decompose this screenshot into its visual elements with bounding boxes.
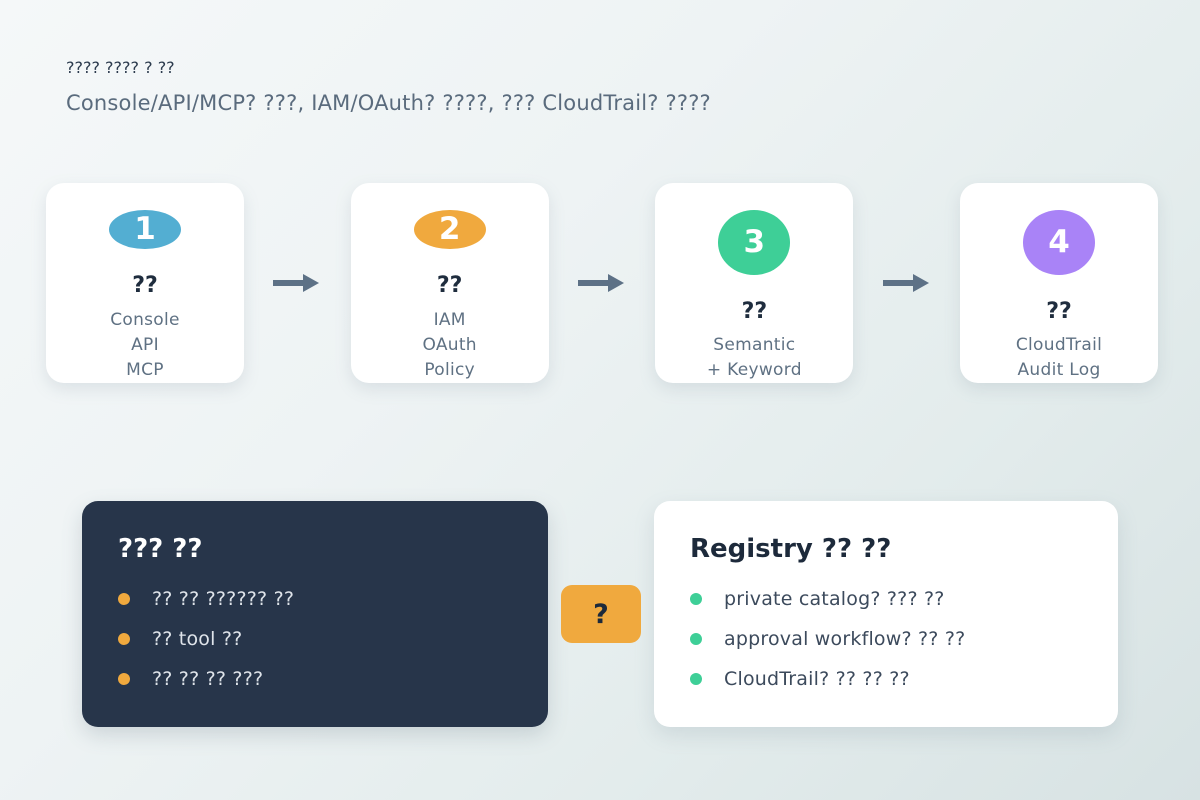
step-number-badge: 2 [413, 210, 486, 250]
step-description-line: MCP [126, 359, 164, 380]
list-item: private catalog? ??? ?? [690, 579, 1082, 619]
panel-challenges: ??? ?? ?? ?? ?????? ???? tool ???? ?? ??… [82, 501, 548, 727]
list-item: approval workflow? ?? ?? [690, 619, 1082, 659]
list-item: ?? ?? ?? ??? [118, 659, 512, 699]
step-description-line: Audit Log [1017, 359, 1101, 380]
panel-dark-list: ?? ?? ?????? ?? ?? tool ?? ?? ?? ?? ??? [118, 579, 512, 699]
panel-registry: Registry ?? ?? private catalog? ??? ?? ap… [654, 501, 1118, 727]
page-title: ???? ???? ? ?? [66, 58, 175, 77]
list-item: CloudTrail? ?? ?? ?? [690, 659, 1082, 699]
step-number-badge: 3 [718, 210, 791, 275]
step-description-line: IAM [433, 309, 466, 330]
step-description-line: Semantic [713, 334, 796, 355]
arrow-right-icon [853, 183, 960, 383]
list-item: ?? tool ?? [118, 619, 512, 659]
list-item: ?? ?? ?????? ?? [118, 579, 512, 619]
step-title: ?? [1046, 298, 1072, 324]
bullet-icon [690, 592, 702, 605]
step-number-badge: 4 [1023, 210, 1096, 275]
center-badge-label: ? [593, 598, 609, 630]
page-header: ???? ???? ? ?? Console/API/MCP? ???, IAM… [66, 58, 1126, 116]
comparison-panels: ??? ?? ?? ?? ?????? ???? tool ???? ?? ??… [82, 501, 1118, 727]
step-card-3[interactable]: 3?? Semantic + Keyword [655, 183, 854, 383]
list-item-label: ?? ?? ?? ??? [152, 667, 264, 690]
arrow-right-icon [244, 183, 351, 383]
step-description: Semantic + Keyword [707, 333, 802, 383]
bullet-icon [118, 592, 130, 605]
bullet-icon [690, 672, 702, 685]
bullet-icon [118, 632, 130, 645]
list-item-label: CloudTrail? ?? ?? ?? [724, 667, 910, 690]
center-connector-badge: ? [561, 585, 641, 643]
bullet-icon [118, 672, 130, 685]
step-description-line: OAuth [422, 334, 477, 355]
panel-light-list: private catalog? ??? ?? approval workflow… [690, 579, 1082, 699]
page-subtitle: Console/API/MCP? ???, IAM/OAuth? ????, ?… [66, 91, 711, 115]
step-description-line: CloudTrail [1015, 334, 1103, 355]
step-description-line: Console [110, 309, 180, 330]
step-title: ?? [132, 273, 158, 299]
list-item-label: private catalog? ??? ?? [724, 587, 945, 610]
bullet-icon [690, 632, 702, 645]
step-description-line: Policy [424, 359, 476, 380]
step-title: ?? [436, 273, 463, 299]
panel-light-heading: Registry ?? ?? [690, 534, 892, 564]
list-item-label: ?? tool ?? [152, 627, 243, 650]
step-number-badge: 1 [109, 210, 181, 250]
arrow-right-icon [549, 183, 656, 383]
list-item-label: approval workflow? ?? ?? [724, 627, 966, 650]
step-description-line: API [131, 334, 159, 355]
list-item-label: ?? ?? ?????? ?? [152, 587, 295, 610]
step-title: ?? [741, 298, 768, 324]
panel-dark-heading: ??? ?? [118, 534, 203, 564]
step-description-line: + Keyword [706, 359, 802, 380]
